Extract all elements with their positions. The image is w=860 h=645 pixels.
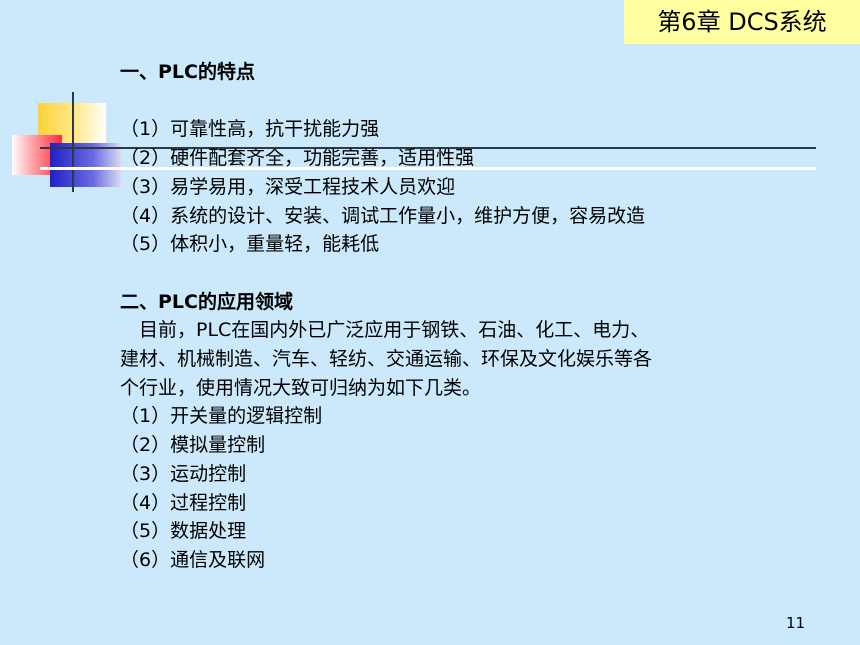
list-item: （3）易学易用，深受工程技术人员欢迎 [120, 175, 456, 198]
list-item: （1）开关量的逻辑控制 [120, 405, 323, 428]
page-number: 11 [786, 614, 806, 632]
slide-content: 一、PLC的特点 （1）可靠性高，抗干扰能力强 （2）硬件配套齐全，功能完善，适… [120, 58, 820, 575]
list-item: （4）过程控制 [120, 491, 247, 514]
paragraph-line: 目前，PLC在国内外已广泛应用于钢铁、石油、化工、电力、 [120, 319, 650, 342]
decor-vertical-line [72, 92, 74, 192]
section2-heading: 二、PLC的应用领域 [120, 290, 293, 313]
paragraph-line: 个行业，使用情况大致可归纳为如下几类。 [120, 376, 482, 399]
list-item: （2）硬件配套齐全，功能完善，适用性强 [120, 147, 475, 170]
list-item: （4）系统的设计、安装、调试工作量小，维护方便，容易改造 [120, 204, 646, 227]
paragraph-line: 建材、机械制造、汽车、轻纺、交通运输、环保及文化娱乐等各 [120, 348, 653, 370]
list-item: （6）通信及联网 [120, 548, 266, 571]
list-item: （2）模拟量控制 [120, 434, 266, 457]
decor-blue-square [50, 143, 122, 187]
list-item: （5）体积小，重量轻，能耗低 [120, 233, 380, 256]
list-item: （5）数据处理 [120, 520, 247, 543]
chapter-title-tag: 第6章 DCS系统 [624, 0, 860, 44]
decor-horizontal-line [40, 147, 816, 149]
decorative-squares [0, 0, 130, 200]
section1-heading: 一、PLC的特点 [120, 61, 255, 83]
decor-white-line [40, 167, 816, 170]
list-item: （3）运动控制 [120, 462, 247, 485]
list-item: （1）可靠性高，抗干扰能力强 [120, 118, 380, 141]
